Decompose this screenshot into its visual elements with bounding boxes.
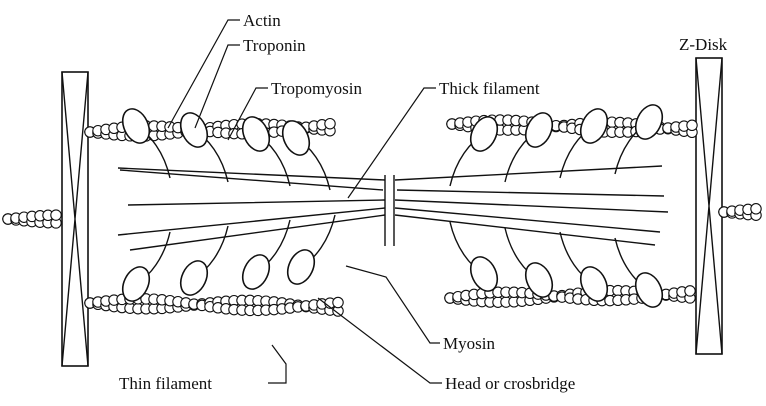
myosin-head xyxy=(176,109,213,152)
thin-filament-label: Thin filament xyxy=(119,374,212,393)
thick-filament-label: Thick filament xyxy=(439,79,540,98)
myosin-heads xyxy=(118,101,668,312)
thick-filament xyxy=(118,166,668,250)
head-crossbridge-label: Head or crosbridge xyxy=(445,374,575,393)
myosin-label: Myosin xyxy=(443,334,495,353)
z-disk-label: Z-Disk xyxy=(679,35,728,54)
myosin-head xyxy=(631,269,668,312)
myosin-head xyxy=(521,109,558,152)
z-disk-left xyxy=(62,72,88,366)
thin-filament-bottom-left xyxy=(85,294,343,317)
troponin-label: Troponin xyxy=(243,36,306,55)
myosin-head xyxy=(576,105,613,148)
thin-filament-stub-right xyxy=(719,204,761,221)
myosin-head xyxy=(176,257,213,300)
thin-filament-stub-left xyxy=(3,210,61,228)
myosin-head xyxy=(283,246,320,289)
z-disk-right xyxy=(696,58,722,354)
actin-label: Actin xyxy=(243,11,281,30)
tropomyosin-label: Tropomyosin xyxy=(271,79,363,98)
myosin-head xyxy=(238,251,275,294)
